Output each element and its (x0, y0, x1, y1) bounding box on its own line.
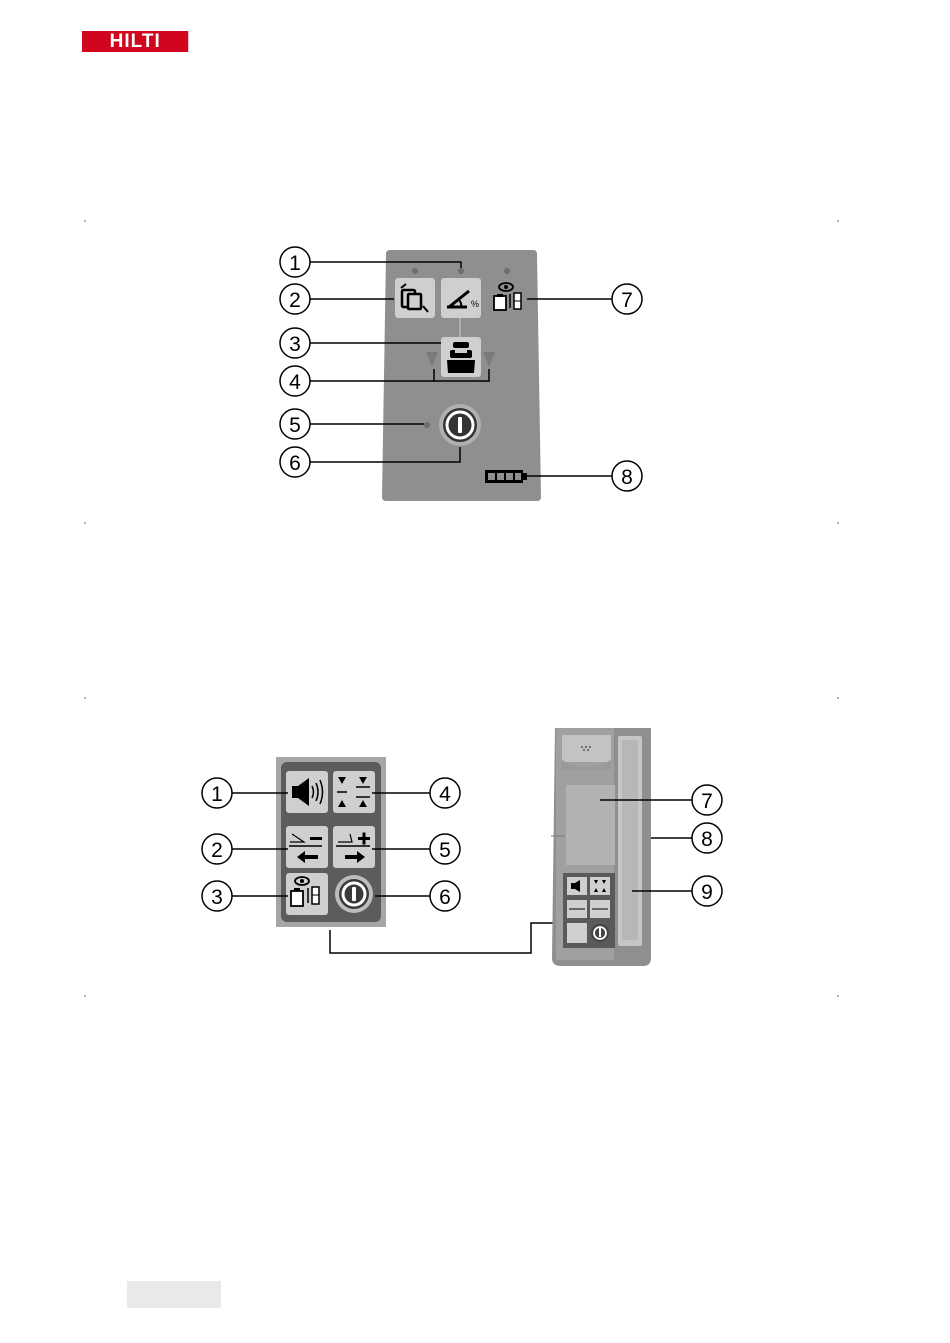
volume-button[interactable] (286, 771, 328, 813)
eye-receiver-button[interactable] (286, 873, 328, 915)
callout-3: 3 (211, 886, 223, 909)
slope-minus-button[interactable] (286, 826, 328, 868)
display-window (566, 785, 615, 865)
callout-2: 2 (211, 839, 223, 862)
footer-label-box (127, 1281, 221, 1308)
receiver-device (551, 728, 651, 966)
center-marker-button[interactable] (333, 771, 375, 813)
callout-1: 1 (211, 783, 223, 806)
callout-6: 6 (439, 886, 451, 909)
callout-7: 7 (701, 790, 713, 813)
power-icon (352, 887, 356, 901)
callout-8: 8 (701, 828, 713, 851)
callout-4: 4 (439, 783, 451, 806)
receiver-power-button[interactable] (335, 875, 373, 913)
slope-plus-button[interactable] (333, 826, 375, 868)
callout-5: 5 (439, 839, 451, 862)
callout-9: 9 (701, 881, 713, 904)
